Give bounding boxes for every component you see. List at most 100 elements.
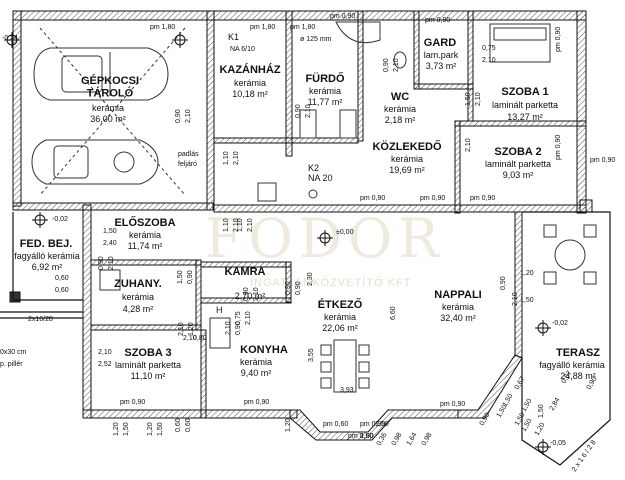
terrace-chair — [543, 271, 557, 285]
room-name: WC — [391, 91, 409, 103]
dimension-label: 0,98 — [391, 432, 404, 447]
walls — [9, 10, 593, 441]
dimension-label: 1,20 — [188, 322, 195, 336]
room-floor: kerámia — [92, 103, 124, 113]
label-na610: NA 6/10 — [230, 46, 255, 53]
room-zuhany: ZUHANY. kerámia 4,28 m² — [114, 278, 162, 314]
dimension-label: pm 1,80 — [150, 24, 175, 31]
room-floor: kerámia — [442, 302, 474, 312]
dimension-label: pm 0,90 — [330, 13, 355, 20]
toilet — [393, 51, 407, 69]
room-etkezo: ÉTKEZŐ kerámia 22,06 m² — [318, 298, 363, 333]
room-name: KAMRA — [225, 266, 266, 278]
wall-bottom-left — [82, 409, 298, 419]
room-name: SZOBA 3 — [124, 347, 171, 359]
wall-left-lower — [82, 204, 92, 419]
dimension-label: 2,10 — [512, 292, 519, 306]
wall-garage-bottom — [12, 202, 214, 211]
dimension-label: 0,90 — [175, 109, 182, 123]
room-area: 2,18 m² — [385, 115, 416, 125]
dimension-label: 0,98 — [421, 432, 434, 447]
dimension-label: 0,90 — [295, 104, 302, 118]
room-area: 36,00 m² — [90, 114, 126, 124]
room-floor: kerámia — [309, 86, 341, 96]
room-name: FED. BEJ. — [20, 238, 73, 250]
room-floor: laminált parketta — [115, 360, 181, 370]
dimension-label: pm 0,90 — [590, 157, 615, 164]
dimension-label: pm 0,90 — [470, 195, 495, 202]
watermark: FODOR INGATLANKÖZVETÍTŐ KFT — [205, 207, 439, 289]
wall-furdo-wc — [357, 10, 364, 142]
watermark-sub: INGATLANKÖZVETÍTŐ KFT — [250, 275, 411, 289]
room-name: ELŐSZOBA — [114, 216, 175, 229]
dimension-label: 1,50 — [520, 297, 534, 304]
terrace-chair — [543, 224, 557, 238]
wall-bay-living — [457, 354, 523, 419]
label-stairs-right: 2 x 1 6 / 2 8 — [571, 439, 598, 473]
label-pillar: p. pillér — [0, 361, 23, 368]
dimension-label: 1,20 — [113, 422, 120, 436]
dimension-label: pm 0,90 — [360, 195, 385, 202]
dimension-label: pm 1,80 — [250, 24, 275, 31]
terrace-outline — [0, 211, 611, 466]
level-markers — [4, 32, 551, 455]
chair — [320, 377, 332, 389]
room-fed-bej: FED. BEJ. fagyálló kerámia 6,92 m² — [14, 238, 80, 272]
dimension-label: 2,10 — [178, 322, 185, 336]
dimension-label: 0,90 — [500, 276, 507, 290]
room-name: ZUHANY. — [114, 278, 162, 290]
dimension-label: pm 0,90 — [360, 421, 385, 428]
terrace-chair — [583, 224, 597, 238]
room-name: KAZÁNHÁZ — [219, 63, 280, 76]
room-name: SZOBA 2 — [494, 146, 541, 158]
dimension-label: 0,90 — [383, 58, 390, 72]
dimension-label: 2,10 — [305, 104, 312, 118]
dimension-label: 2,84 — [549, 397, 562, 412]
label-stairs-left: 2x16/28 — [28, 316, 53, 323]
dimension-label: 1,20 — [534, 422, 547, 437]
garage-cars — [31, 27, 186, 196]
label-pipe: ø 125 mm — [300, 36, 332, 43]
label-level-br: -0,05 — [550, 440, 566, 447]
dimension-label: 0,67 — [514, 376, 527, 391]
room-name: FÜRDŐ — [305, 72, 345, 85]
label-h: H — [216, 305, 223, 315]
room-name: KÖZLEKEDŐ — [372, 140, 442, 153]
dimension-label: 0,75 — [482, 45, 496, 52]
wall-nappali-right — [514, 211, 523, 359]
label-dim-660: 6,60 — [390, 306, 397, 320]
room-floor: kerámia — [391, 154, 423, 164]
wall-kazan-furdo — [285, 10, 293, 157]
dimension-label: 2,10 — [183, 335, 197, 342]
room-floor: kerámia — [234, 78, 266, 88]
label-level-tl: -0,34 — [2, 35, 18, 42]
dimension-label: 2,10 — [393, 58, 400, 72]
car-bottom — [31, 139, 159, 185]
dimension-label: 2,40 — [103, 240, 117, 247]
room-area: 6,92 m² — [32, 262, 63, 272]
room-area: 9,03 m² — [503, 170, 534, 180]
label-dim-355: 3,55 — [308, 348, 315, 362]
dimension-label: pm 0,90 — [425, 17, 450, 24]
dimension-label: 1,50 — [375, 421, 389, 428]
chair — [320, 344, 332, 356]
dimension-label: 1,50 — [360, 433, 374, 440]
dimension-label: 0,90 — [285, 281, 292, 295]
stove — [209, 317, 231, 349]
dimension-label: 2,10 — [233, 151, 240, 165]
dimension-label: 1,50 — [103, 228, 117, 235]
chair — [320, 361, 332, 373]
car-top — [33, 47, 169, 101]
room-floor: fagyálló kerámia — [539, 360, 605, 370]
room-floor: kerámia — [129, 230, 161, 240]
shower-tray — [99, 269, 121, 291]
room-gard: GARD lam.park 3,73 m² — [424, 37, 459, 71]
dimension-label: pm 0,60 — [348, 433, 373, 440]
dimension-label: pm 0,90 — [555, 27, 562, 52]
wall-top — [12, 10, 587, 21]
room-wc: WC kerámia 2,18 m² — [384, 91, 416, 125]
dimension-label: 1,10 — [237, 218, 244, 232]
dimension-label: pm 0,90 — [440, 401, 465, 408]
